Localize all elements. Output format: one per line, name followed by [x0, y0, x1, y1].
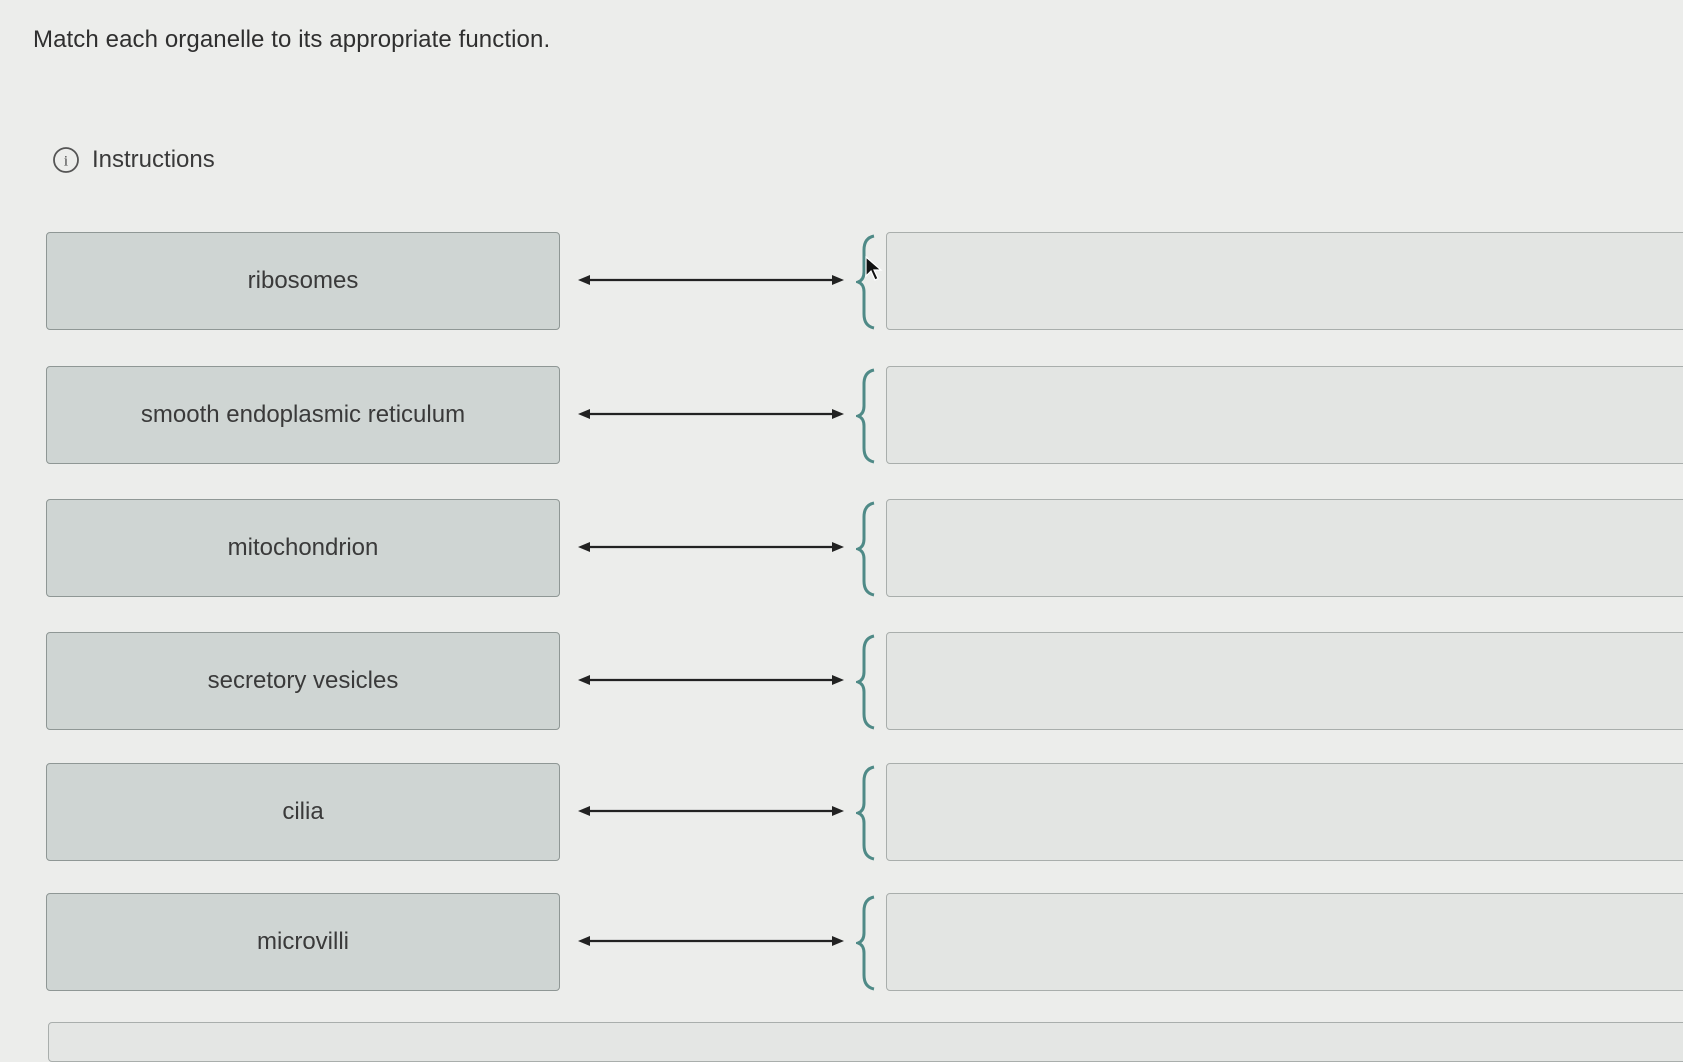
term-card[interactable]: ribosomes: [46, 232, 560, 330]
term-card[interactable]: mitochondrion: [46, 499, 560, 597]
double-arrow-icon: [578, 409, 844, 419]
bottom-panel: [48, 1022, 1683, 1062]
question-prompt: Match each organelle to its appropriate …: [33, 26, 551, 53]
brace-icon: [856, 501, 875, 597]
match-row: secretory vesicles: [0, 632, 1683, 742]
mouse-cursor-icon: [865, 256, 883, 281]
drop-zone[interactable]: [886, 232, 1683, 330]
double-arrow-icon: [578, 275, 844, 285]
term-card[interactable]: secretory vesicles: [46, 632, 560, 730]
drop-zone[interactable]: [886, 632, 1683, 730]
svg-text:i: i: [64, 154, 68, 170]
match-row: ribosomes: [0, 232, 1683, 342]
info-icon: i: [53, 147, 79, 173]
brace-icon: [856, 634, 875, 730]
drop-zone[interactable]: [886, 366, 1683, 464]
match-row: smooth endoplasmic reticulum: [0, 366, 1683, 476]
match-row: cilia: [0, 763, 1683, 873]
double-arrow-icon: [578, 936, 844, 946]
drop-zone[interactable]: [886, 893, 1683, 991]
term-card[interactable]: microvilli: [46, 893, 560, 991]
drop-zone[interactable]: [886, 763, 1683, 861]
double-arrow-icon: [578, 806, 844, 816]
instructions-toggle[interactable]: i Instructions: [52, 146, 215, 174]
brace-icon: [856, 368, 875, 464]
match-row: mitochondrion: [0, 499, 1683, 609]
term-card[interactable]: smooth endoplasmic reticulum: [46, 366, 560, 464]
instructions-label: Instructions: [92, 146, 215, 173]
double-arrow-icon: [578, 675, 844, 685]
match-row: microvilli: [0, 893, 1683, 1003]
term-card[interactable]: cilia: [46, 763, 560, 861]
brace-icon: [856, 765, 875, 861]
brace-icon: [856, 895, 875, 991]
double-arrow-icon: [578, 542, 844, 552]
brace-icon: [856, 234, 875, 330]
drop-zone[interactable]: [886, 499, 1683, 597]
